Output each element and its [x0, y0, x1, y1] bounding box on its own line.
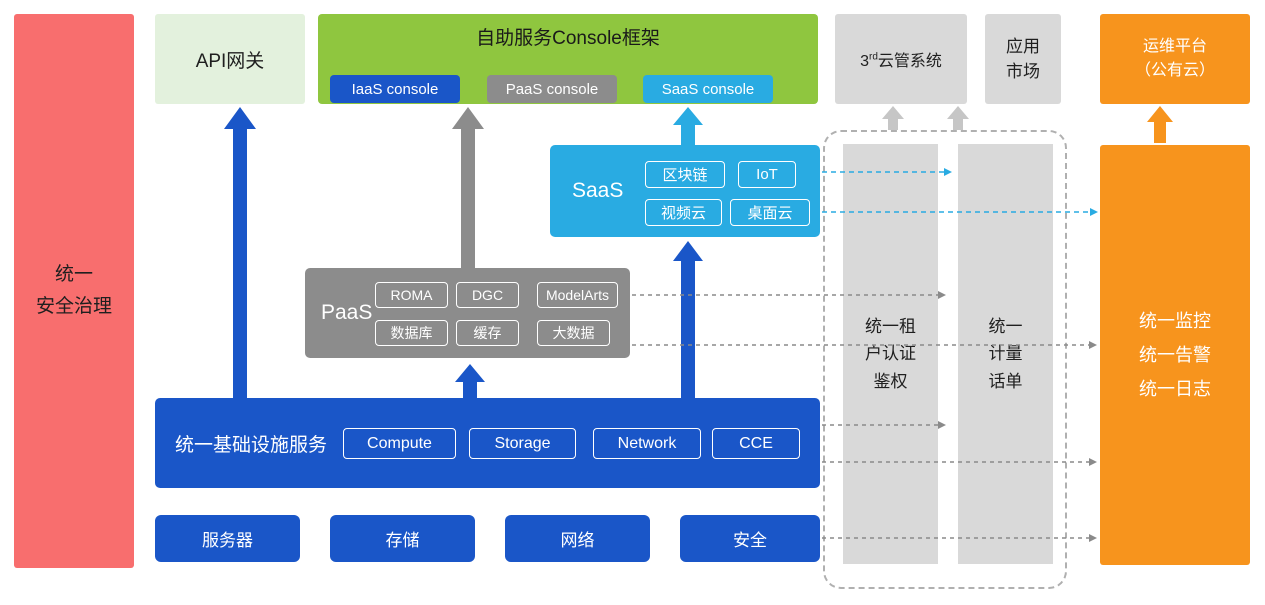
- app-market-box: 应用 市场: [985, 14, 1061, 104]
- infrastructure-label: 统一基础设施服务: [175, 434, 328, 456]
- api-gateway-box: API网关: [155, 14, 305, 104]
- database-item: 数据库: [375, 320, 448, 346]
- security-hw-box: 安全: [680, 515, 820, 562]
- metering-pipeline-label: 统一 计量 话单: [988, 317, 1023, 391]
- server-box: 服务器: [155, 515, 300, 562]
- security-governance-bar: 统一 安全治理: [14, 14, 134, 568]
- bigdata-item: 大数据: [537, 320, 610, 346]
- cache-item: 缓存: [456, 320, 519, 346]
- saas-box: SaaS 区块链 IoT 视频云 桌面云: [550, 145, 820, 237]
- iot-item: IoT: [738, 161, 796, 188]
- paas-label: PaaS: [321, 301, 373, 324]
- saas-console-chip: SaaS console: [643, 75, 773, 103]
- ops-platform-label: 运维平台 （公有云）: [1134, 38, 1215, 79]
- arrow-infra-to-api-gateway: [224, 107, 256, 398]
- arrow-infra-to-paas: [455, 364, 485, 398]
- storage-hw-box: 存储: [330, 515, 475, 562]
- blockchain-item: 区块链: [645, 161, 725, 188]
- video-cloud-item: 视频云: [645, 199, 722, 226]
- console-framework-box: 自助服务Console框架 IaaS console PaaS console …: [318, 14, 818, 104]
- monitoring-label: 统一监控 统一告警 统一日志: [1139, 310, 1211, 400]
- third-party-cloud-label: 3rd云管系统: [860, 51, 942, 70]
- paas-console-chip: PaaS console: [487, 75, 617, 103]
- security-governance-label: 统一 安全治理: [35, 263, 112, 317]
- dashed-saas-to-monitoring-head: [1090, 208, 1098, 216]
- compute-item: Compute: [343, 428, 456, 459]
- dashed-infra-to-monitoring-head: [1089, 458, 1097, 466]
- arrow-group-to-third-party-right: [947, 106, 969, 130]
- console-framework-title: 自助服务Console框架: [476, 28, 660, 49]
- arrow-group-to-third-party-left: [882, 106, 904, 130]
- arrow-saas-to-console: [673, 107, 703, 145]
- arrow-infra-to-saas: [673, 241, 703, 398]
- desktop-cloud-item: 桌面云: [730, 199, 810, 226]
- arrow-paas-to-console: [452, 107, 484, 268]
- auth-pipeline-bar: 统一租 户认证 鉴权: [843, 144, 938, 564]
- roma-item: ROMA: [375, 282, 448, 308]
- api-gateway-label: API网关: [195, 50, 265, 72]
- third-party-cloud-box: 3rd云管系统: [835, 14, 967, 104]
- infrastructure-box: 统一基础设施服务 Compute Storage Network CCE: [155, 398, 820, 488]
- dashed-paas-to-monitoring-head: [1089, 341, 1097, 349]
- dashed-security-to-monitoring-head: [1089, 534, 1097, 542]
- auth-pipeline-label: 统一租 户认证 鉴权: [865, 317, 916, 391]
- app-market-label: 应用 市场: [1006, 36, 1040, 82]
- storage-item: Storage: [469, 428, 576, 459]
- modelarts-item: ModelArts: [537, 282, 618, 308]
- dgc-item: DGC: [456, 282, 519, 308]
- ops-platform-box: 运维平台 （公有云）: [1100, 14, 1250, 104]
- paas-box: PaaS ROMA DGC ModelArts 数据库 缓存 大数据: [305, 268, 630, 358]
- iaas-console-chip: IaaS console: [330, 75, 460, 103]
- saas-label: SaaS: [572, 179, 624, 202]
- shared-services-group: [823, 130, 1067, 589]
- network-item: Network: [593, 428, 701, 459]
- arrow-monitoring-to-ops-platform: [1147, 106, 1173, 143]
- metering-pipeline-bar: 统一 计量 话单: [958, 144, 1053, 564]
- network-hw-box: 网络: [505, 515, 650, 562]
- monitoring-box: 统一监控 统一告警 统一日志: [1100, 145, 1250, 565]
- cce-item: CCE: [712, 428, 800, 459]
